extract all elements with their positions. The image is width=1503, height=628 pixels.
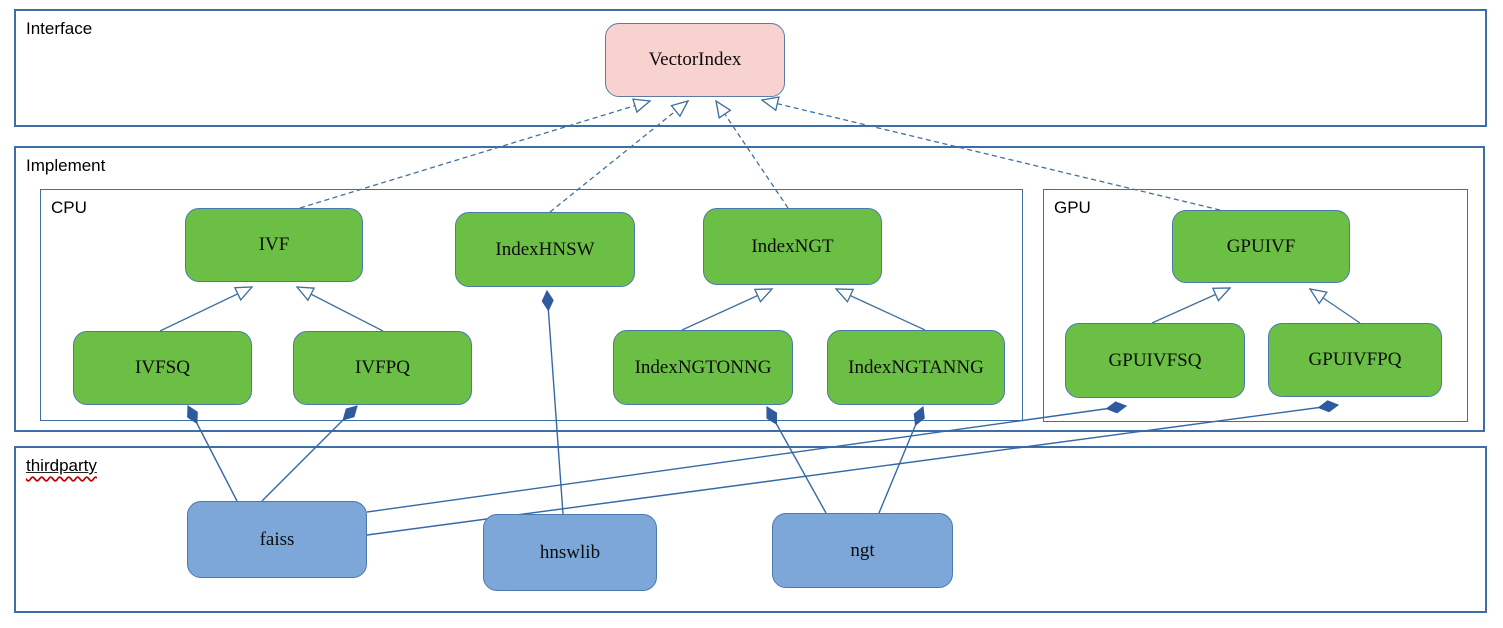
node-faiss[interactable]: faiss xyxy=(187,501,367,578)
node-indexhnsw[interactable]: IndexHNSW xyxy=(455,212,635,287)
node-ivf-label: IVF xyxy=(258,234,290,255)
node-ngt-label: ngt xyxy=(850,539,875,561)
node-ivfpq[interactable]: IVFPQ xyxy=(293,331,472,405)
node-gpuivfpq[interactable]: GPUIVFPQ xyxy=(1268,323,1442,397)
node-faiss-label: faiss xyxy=(259,528,295,550)
group-implement-label: Implement xyxy=(26,156,106,175)
node-ngt[interactable]: ngt xyxy=(772,513,953,588)
node-hnswlib-label: hnswlib xyxy=(539,541,601,563)
node-ivf[interactable]: IVF xyxy=(185,208,363,282)
node-gpuivf[interactable]: GPUIVF xyxy=(1172,210,1350,283)
node-hnswlib[interactable]: hnswlib xyxy=(483,514,657,591)
node-gpuivfsq-label: GPUIVFSQ xyxy=(1108,349,1202,371)
node-indexngt-label: IndexNGT xyxy=(751,235,834,257)
group-thirdparty-label-text: thirdparty xyxy=(26,456,97,475)
node-indexngtonng[interactable]: IndexNGTONNG xyxy=(613,330,793,405)
node-indexhnsw-label: IndexHNSW xyxy=(495,238,595,260)
node-ivfsq-label: IVFSQ xyxy=(135,357,190,378)
node-vectorindex[interactable]: VectorIndex xyxy=(605,23,785,97)
node-gpuivfsq[interactable]: GPUIVFSQ xyxy=(1065,323,1245,398)
group-thirdparty-label: thirdparty xyxy=(26,456,97,476)
group-interface-label: Interface xyxy=(26,19,93,38)
group-gpu-label: GPU xyxy=(1054,198,1091,217)
group-cpu-label: CPU xyxy=(51,198,87,217)
node-indexngtonng-label: IndexNGTONNG xyxy=(634,356,772,378)
node-ivfpq-label: IVFPQ xyxy=(355,357,410,378)
node-indexngt[interactable]: IndexNGT xyxy=(703,208,882,285)
node-vectorindex-label: VectorIndex xyxy=(648,49,742,70)
node-gpuivfpq-label: GPUIVFPQ xyxy=(1308,349,1402,370)
node-ivfsq[interactable]: IVFSQ xyxy=(73,331,252,405)
node-indexngtanng-label: IndexNGTANNG xyxy=(848,356,984,378)
node-gpuivf-label: GPUIVF xyxy=(1226,235,1296,257)
node-indexngtanng[interactable]: IndexNGTANNG xyxy=(827,330,1005,405)
